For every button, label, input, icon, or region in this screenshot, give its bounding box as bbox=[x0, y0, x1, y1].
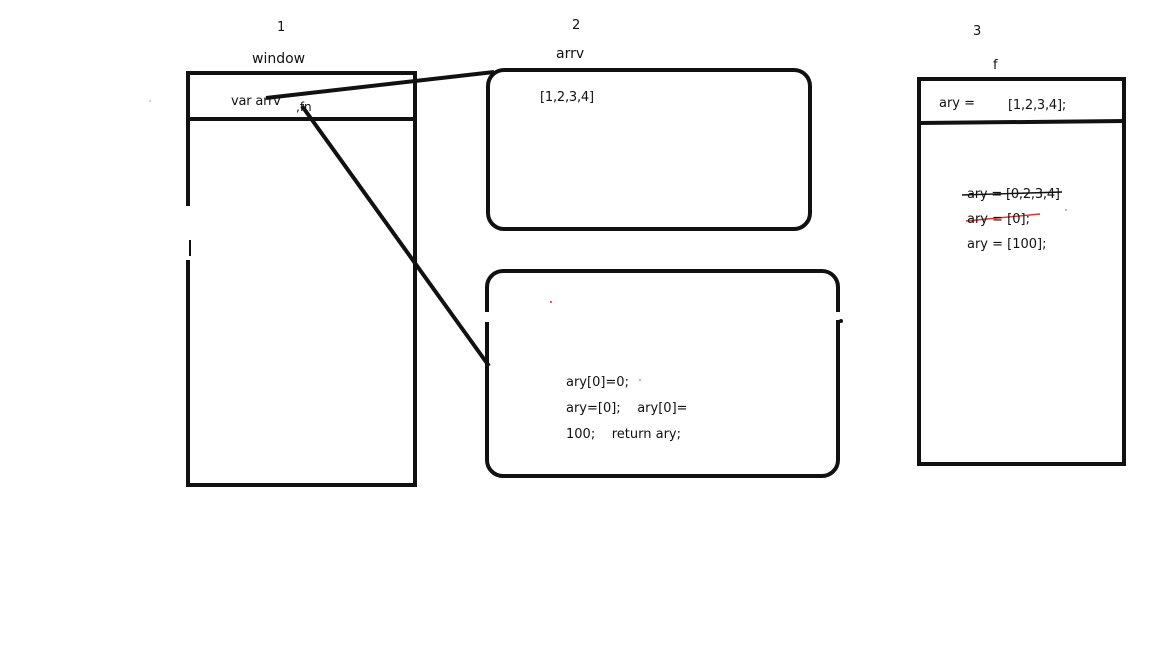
stray-speck bbox=[1065, 209, 1067, 211]
stray-speck bbox=[149, 100, 151, 102]
scope3-line-2: ary = [0]; bbox=[967, 212, 1030, 227]
function-heap-box bbox=[485, 269, 840, 478]
scope1-var-label: var arrv bbox=[231, 94, 281, 109]
heap-array-number: 2 bbox=[572, 18, 581, 33]
function-code-line: ary=[0]; ary[0]= bbox=[566, 401, 688, 416]
array-heap-box bbox=[486, 68, 812, 231]
scope1-fn-label: ,fn bbox=[296, 100, 312, 114]
scope3-line-3: ary = [100]; bbox=[967, 237, 1047, 252]
arrv-reference-line bbox=[265, 70, 495, 100]
function-scope-divider bbox=[918, 119, 1127, 125]
function-code-line: 100; return ary; bbox=[566, 427, 681, 442]
function-box-dot bbox=[839, 319, 843, 323]
function-scope-box bbox=[917, 77, 1126, 466]
scope3-param-value: [1,2,3,4]; bbox=[1008, 98, 1067, 113]
stray-speck bbox=[550, 301, 552, 303]
scope1-number: 1 bbox=[277, 20, 286, 35]
stray-speck bbox=[639, 379, 641, 381]
strike-line-1 bbox=[961, 191, 1063, 196]
strike-line-2 bbox=[965, 213, 1041, 222]
heap-array-value: [1,2,3,4] bbox=[540, 90, 594, 105]
scope3-param-label: ary = bbox=[939, 96, 976, 111]
scope1-title: window bbox=[252, 51, 306, 67]
window-scope-box bbox=[186, 71, 417, 487]
heap-array-title: arrv bbox=[556, 46, 585, 62]
scope3-line-1: ary = [0,2,3,4] bbox=[967, 187, 1060, 202]
fn-reference-line bbox=[300, 104, 491, 368]
scope3-title: f bbox=[993, 58, 998, 73]
function-code-line: ary[0]=0; bbox=[566, 375, 629, 390]
scope3-number: 3 bbox=[973, 24, 982, 39]
